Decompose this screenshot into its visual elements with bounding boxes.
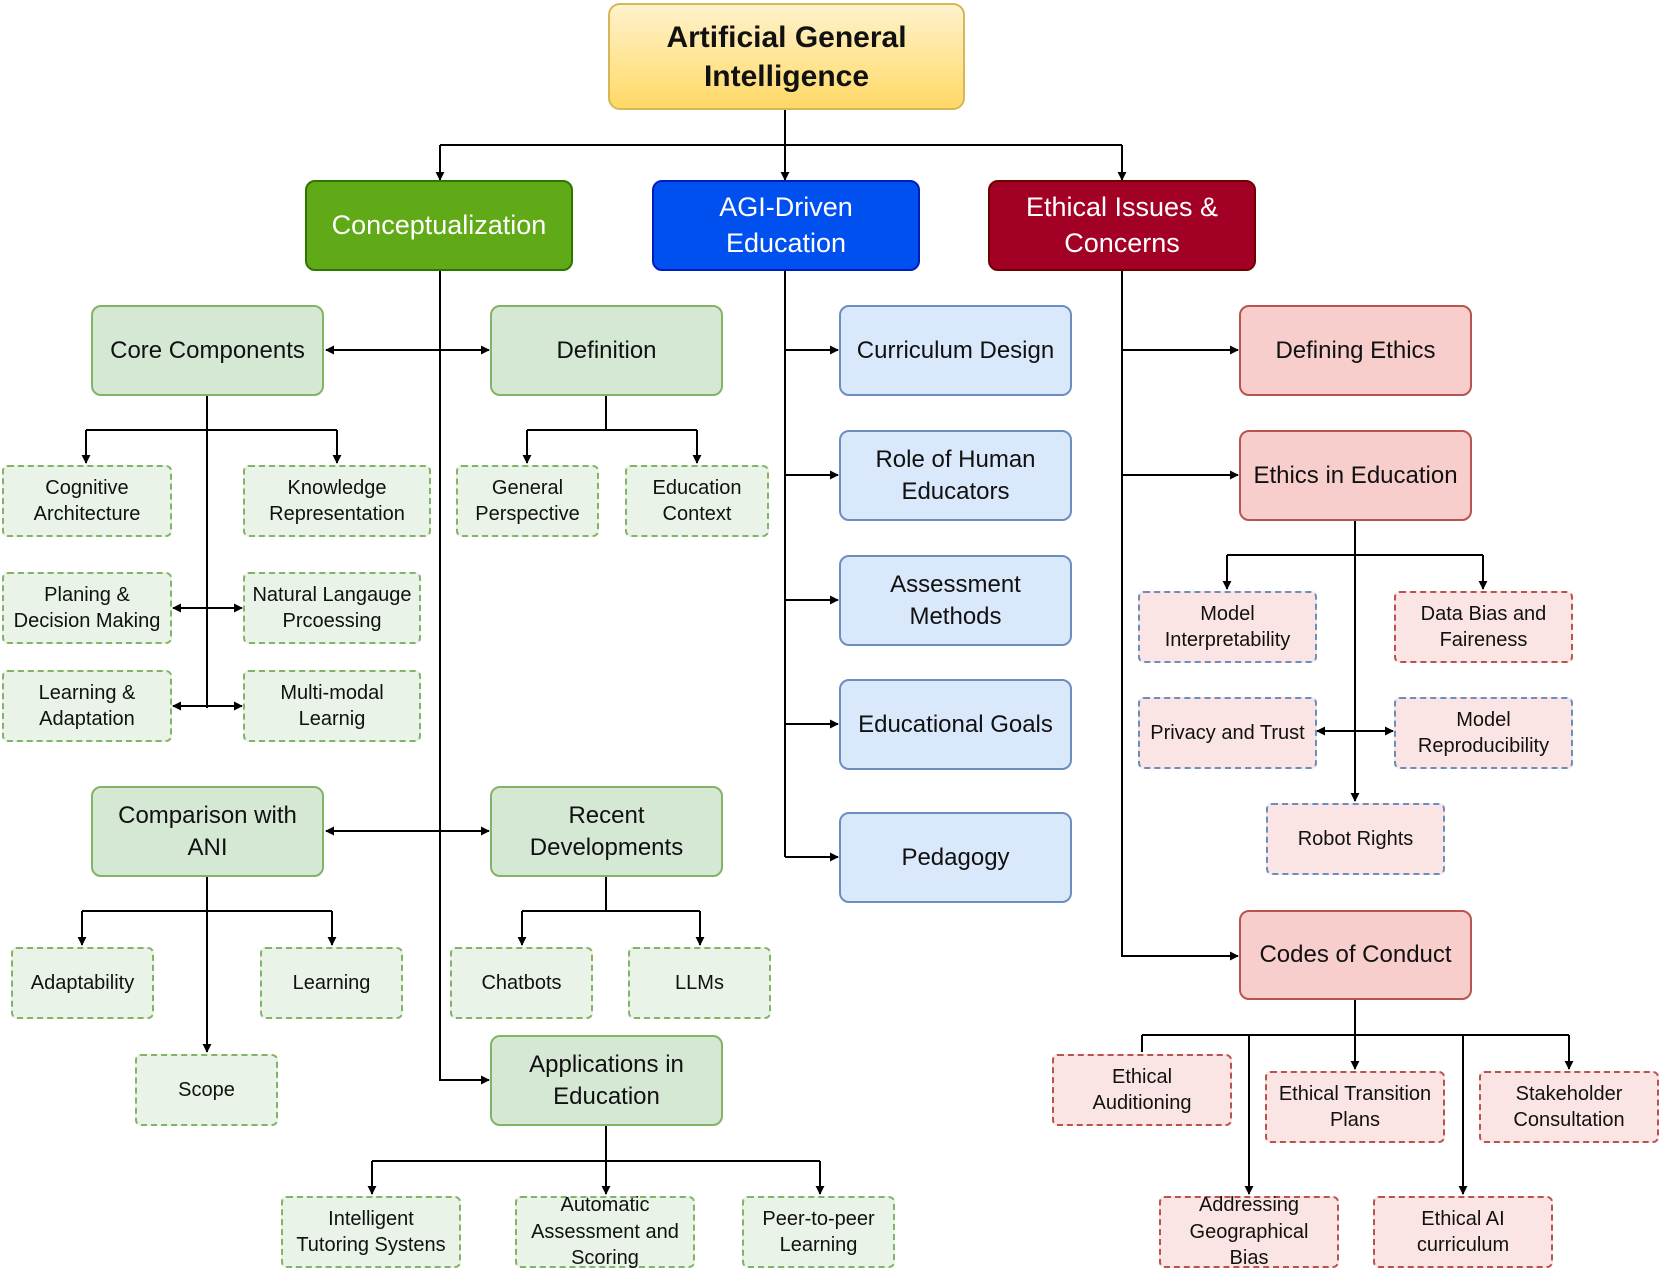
leaf-general-perspective: General Perspective [456,465,599,537]
leaf-adaptability: Adaptability [11,947,154,1019]
leaf-intelligent-tutoring-systems-label: Intelligent Tutoring Systens [296,1207,446,1256]
node-pedagogy-label: Pedagogy [901,843,1010,871]
leaf-scope-label: Scope [178,1078,235,1101]
node-curriculum-design-label: Curriculum Design [856,336,1055,364]
node-ethics-in-education-label: Ethics in Education [1253,461,1458,489]
node-ethical-issues: Ethical Issues & Concerns [988,180,1256,271]
leaf-chatbots: Chatbots [450,947,593,1019]
leaf-multimodal-learning-label: Multi-modal Learnig [280,681,384,730]
leaf-knowledge-representation: Knowledge Representation [243,465,431,537]
node-role-of-human-educators-label: Role of Human Educators [875,446,1036,505]
node-definition: Definition [490,305,723,396]
leaf-peer-to-peer-learning-label: Peer-to-peer Learning [762,1207,875,1256]
connector-ethics-spine [1121,271,1239,961]
connector-conceptualization-spine [439,271,490,1085]
leaf-education-context: Education Context [625,465,769,537]
node-defining-ethics: Defining Ethics [1239,305,1472,396]
leaf-scope: Scope [135,1054,278,1126]
node-core-components: Core Components [91,305,324,396]
leaf-multimodal-learning: Multi-modal Learnig [243,670,421,742]
leaf-model-interpretability-label: Model Interpretability [1164,602,1291,651]
leaf-model-reproducibility-label: Model Reproducibility [1417,708,1550,757]
node-definition-label: Definition [556,336,657,364]
node-conceptualization-label: Conceptualization [331,209,547,240]
leaf-automatic-assessment-scoring-label: Automatic Assessment and Scoring [531,1194,679,1270]
leaf-intelligent-tutoring-systems: Intelligent Tutoring Systens [281,1196,461,1268]
leaf-education-context-label: Education Context [652,476,742,525]
leaf-ethical-ai-curriculum-label: Ethical AI curriculum [1416,1207,1510,1256]
leaf-ethical-auditioning-label: Ethical Auditioning [1092,1065,1192,1114]
leaf-privacy-and-trust: Privacy and Trust [1138,697,1317,769]
leaf-robot-rights-label: Robot Rights [1297,827,1414,850]
leaf-adaptability-label: Adaptability [30,971,135,994]
leaf-learning-adaptation: Learning & Adaptation [2,670,172,742]
leaf-model-reproducibility: Model Reproducibility [1394,697,1573,769]
leaf-peer-to-peer-learning: Peer-to-peer Learning [742,1196,895,1268]
node-core-components-label: Core Components [110,336,305,364]
node-defining-ethics-label: Defining Ethics [1275,336,1436,364]
leaf-ethical-ai-curriculum: Ethical AI curriculum [1373,1196,1553,1268]
node-pedagogy: Pedagogy [839,812,1072,903]
node-educational-goals: Educational Goals [839,679,1072,770]
node-recent-developments: Recent Developments [490,786,723,877]
leaf-stakeholder-consultation-label: Stakeholder Consultation [1513,1082,1625,1131]
leaf-data-bias-fairness: Data Bias and Faireness [1394,591,1573,663]
leaf-cognitive-architecture-label: Cognitive Architecture [33,476,141,525]
node-codes-of-conduct-label: Codes of Conduct [1259,941,1452,969]
node-assessment-methods: Assessment Methods [839,555,1072,646]
node-comparison-with-ani: Comparison with ANI [91,786,324,877]
root-node-agi: Artificial General Intelligence [608,3,965,110]
leaf-addressing-geographical-bias-label: Addressing Geographical Bias [1189,1194,1309,1270]
leaf-chatbots-label: Chatbots [481,971,562,994]
leaf-ethical-transition-plans: Ethical Transition Plans [1265,1071,1445,1143]
node-applications-in-education: Applications in Education [490,1035,723,1126]
leaf-automatic-assessment-scoring: Automatic Assessment and Scoring [515,1194,695,1269]
node-recent-developments-label: Recent Developments [529,802,684,861]
node-agi-driven-education-label: AGI-Driven Education [719,192,853,258]
node-conceptualization: Conceptualization [305,180,573,271]
node-applications-in-education-label: Applications in Education [529,1051,684,1110]
leaf-planning-decision-making: Planing & Decision Making [2,572,172,644]
node-agi-driven-education: AGI-Driven Education [652,180,920,271]
leaf-ethical-auditioning: Ethical Auditioning [1052,1054,1232,1126]
leaf-general-perspective-label: General Perspective [475,476,580,525]
leaf-planning-decision-making-label: Planing & Decision Making [13,583,161,632]
leaf-learning-adaptation-label: Learning & Adaptation [38,681,136,730]
leaf-model-interpretability: Model Interpretability [1138,591,1317,663]
node-ethical-issues-label: Ethical Issues & Concerns [1025,192,1219,258]
root-node-label: Artificial General Intelligence [666,20,907,93]
node-ethics-in-education: Ethics in Education [1239,430,1472,521]
leaf-natural-language-processing: Natural Langauge Prcoessing [243,572,421,644]
node-comparison-with-ani-label: Comparison with ANI [118,802,297,861]
leaf-knowledge-representation-label: Knowledge Representation [269,476,405,525]
leaf-stakeholder-consultation: Stakeholder Consultation [1479,1071,1659,1143]
leaf-learning-label: Learning [292,971,371,994]
leaf-natural-language-processing-label: Natural Langauge Prcoessing [252,583,412,632]
node-role-of-human-educators: Role of Human Educators [839,430,1072,521]
leaf-learning: Learning [260,947,403,1019]
leaf-privacy-and-trust-label: Privacy and Trust [1150,721,1305,744]
node-curriculum-design: Curriculum Design [839,305,1072,396]
leaf-llms-label: LLMs [675,971,724,994]
node-codes-of-conduct: Codes of Conduct [1239,910,1472,1000]
leaf-data-bias-fairness-label: Data Bias and Faireness [1420,602,1547,651]
leaf-llms: LLMs [628,947,771,1019]
leaf-addressing-geographical-bias: Addressing Geographical Bias [1159,1194,1339,1269]
leaf-robot-rights: Robot Rights [1266,803,1445,875]
leaf-ethical-transition-plans-label: Ethical Transition Plans [1278,1082,1432,1131]
leaf-cognitive-architecture: Cognitive Architecture [2,465,172,537]
node-educational-goals-label: Educational Goals [858,710,1053,738]
node-assessment-methods-label: Assessment Methods [890,571,1021,630]
